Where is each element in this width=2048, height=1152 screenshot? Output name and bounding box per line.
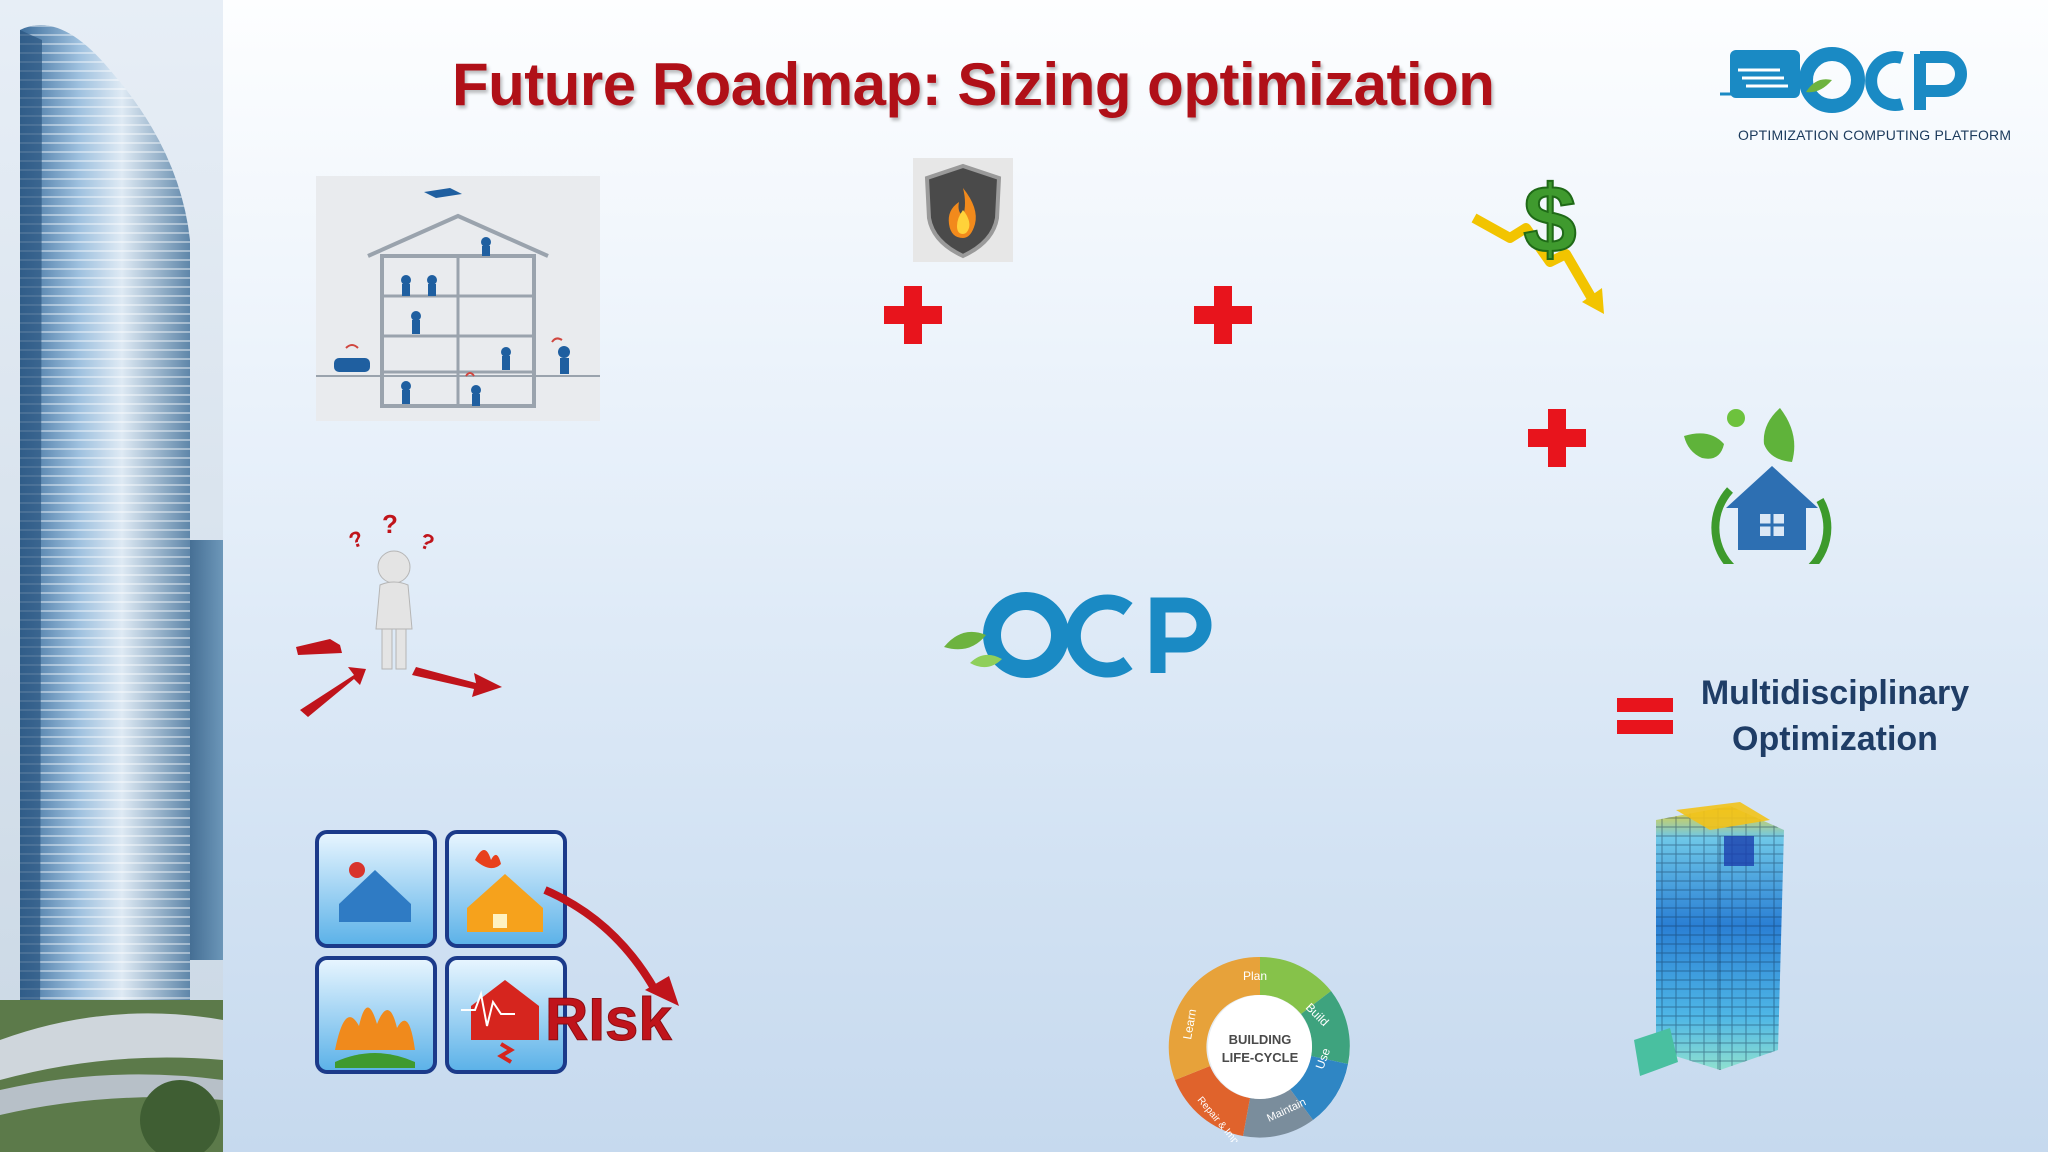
result-line-2: Optimization	[1732, 720, 1938, 758]
ocp-logo	[1720, 40, 2010, 150]
svg-text:?: ?	[417, 528, 438, 556]
logo-subtitle: OPTIMIZATION COMPUTING PLATFORM	[1738, 127, 2012, 143]
fire-shield-icon	[913, 158, 1013, 262]
dollar-down-icon: $	[1470, 162, 1630, 322]
svg-text:?: ?	[346, 525, 367, 553]
green-house-icon	[1680, 404, 1860, 588]
stage-plan: Plan	[1243, 969, 1267, 983]
stage-use: Use	[1313, 1046, 1334, 1071]
decision-figure-icon: ? ? ?	[290, 505, 510, 720]
lifecycle-wheel-icon: BUILDING LIFE-CYCLE Plan Build Use Maint…	[1163, 952, 1357, 1152]
page-title: Future Roadmap: Sizing optimization	[452, 51, 1495, 118]
risk-word: RIsk	[545, 986, 672, 1053]
lifecycle-center-line1: BUILDING	[1229, 1032, 1292, 1047]
plus-icon	[882, 284, 944, 346]
structural-model-icon	[1620, 800, 1800, 1085]
hazard-risk-icon: RIsk	[315, 830, 715, 1075]
building-tower-photo	[0, 0, 223, 1152]
result-label: Multidisciplinary Optimization	[1680, 670, 1990, 762]
result-line-1: Multidisciplinary	[1700, 674, 1970, 712]
plus-icon	[1192, 284, 1254, 346]
equals-icon	[1617, 698, 1673, 736]
center-ocp-logo	[940, 585, 1240, 685]
stage-learn: Learn	[1180, 1008, 1199, 1041]
plus-icon	[1526, 407, 1588, 469]
lifecycle-center-line2: LIFE-CYCLE	[1222, 1050, 1299, 1065]
svg-text:?: ?	[382, 509, 398, 539]
house-vibration-icon	[316, 176, 600, 421]
svg-text:$: $	[1523, 166, 1576, 273]
